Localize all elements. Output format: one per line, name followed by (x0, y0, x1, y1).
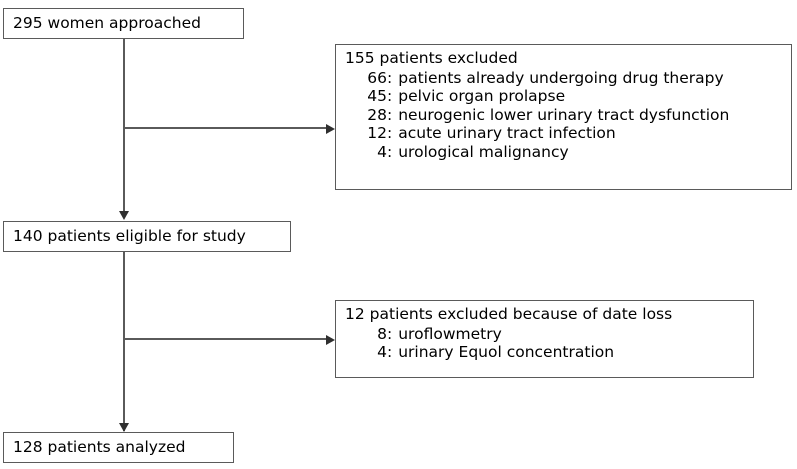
exclusion-count: 28 (367, 105, 387, 124)
dataloss-count: 8 (377, 324, 387, 343)
arrowhead-into-excluded-screening (326, 124, 335, 134)
connector-branch-screening-exclusions (123, 127, 326, 129)
node-analyzed: 128 patients analyzed (3, 432, 234, 463)
exclusion-count: 45 (367, 87, 387, 105)
dataloss-count: 4 (377, 343, 387, 361)
exclusion-reason-row: 66 : patients already undergoing drug th… (345, 68, 785, 87)
dataloss-reason-row: 8 : uroflowmetry (345, 324, 747, 343)
node-analyzed-label: 128 patients analyzed (13, 437, 186, 456)
arrowhead-into-excluded-dataloss (326, 335, 335, 345)
exclusion-reason-row: 45 : pelvic organ prolapse (345, 86, 785, 105)
exclusion-reason: urological malignancy (398, 142, 569, 161)
exclusion-reason: neurogenic lower urinary tract dysfuncti… (398, 105, 730, 124)
exclusion-count: 4 (377, 142, 387, 161)
dataloss-reason: urinary Equol concentration (398, 343, 615, 361)
exclusion-colon: : (387, 87, 393, 105)
connector-eligible-to-analyzed (123, 252, 125, 431)
excluded-dataloss-heading: 12 patients excluded because of date los… (345, 305, 673, 323)
exclusion-colon: : (387, 142, 393, 161)
dataloss-colon: : (387, 343, 393, 361)
node-eligible-label: 140 patients eligible for study (13, 226, 246, 245)
exclusion-reason-row: 4 : urological malignancy (345, 142, 785, 161)
node-approached-label: 295 women approached (13, 13, 201, 32)
exclusion-count: 66 (367, 68, 387, 87)
exclusion-reason-row: 28 : neurogenic lower urinary tract dysf… (345, 105, 785, 124)
dataloss-colon: : (387, 324, 393, 343)
exclusion-colon: : (387, 124, 393, 142)
exclusion-count: 12 (367, 124, 387, 142)
exclusion-reason: patients already undergoing drug therapy (398, 68, 724, 87)
connector-branch-dataloss-exclusions (123, 338, 326, 340)
exclusion-reason: acute urinary tract infection (398, 124, 616, 142)
node-excluded-screening: 155 patients excluded 66 : patients alre… (335, 44, 792, 190)
exclusion-reason: pelvic organ prolapse (398, 87, 566, 105)
exclusion-colon: : (387, 105, 393, 124)
dataloss-reason: uroflowmetry (398, 324, 502, 343)
exclusion-reason-row: 12 : acute urinary tract infection (345, 123, 785, 142)
node-excluded-dataloss: 12 patients excluded because of date los… (335, 300, 754, 378)
connector-approached-to-eligible (123, 39, 125, 212)
arrowhead-into-analyzed (119, 423, 129, 432)
excluded-screening-heading: 155 patients excluded (345, 49, 518, 67)
node-eligible: 140 patients eligible for study (3, 221, 291, 252)
node-approached: 295 women approached (3, 8, 244, 39)
arrowhead-into-eligible (119, 211, 129, 220)
dataloss-reason-row: 4 : urinary Equol concentration (345, 342, 747, 361)
exclusion-colon: : (387, 68, 393, 87)
